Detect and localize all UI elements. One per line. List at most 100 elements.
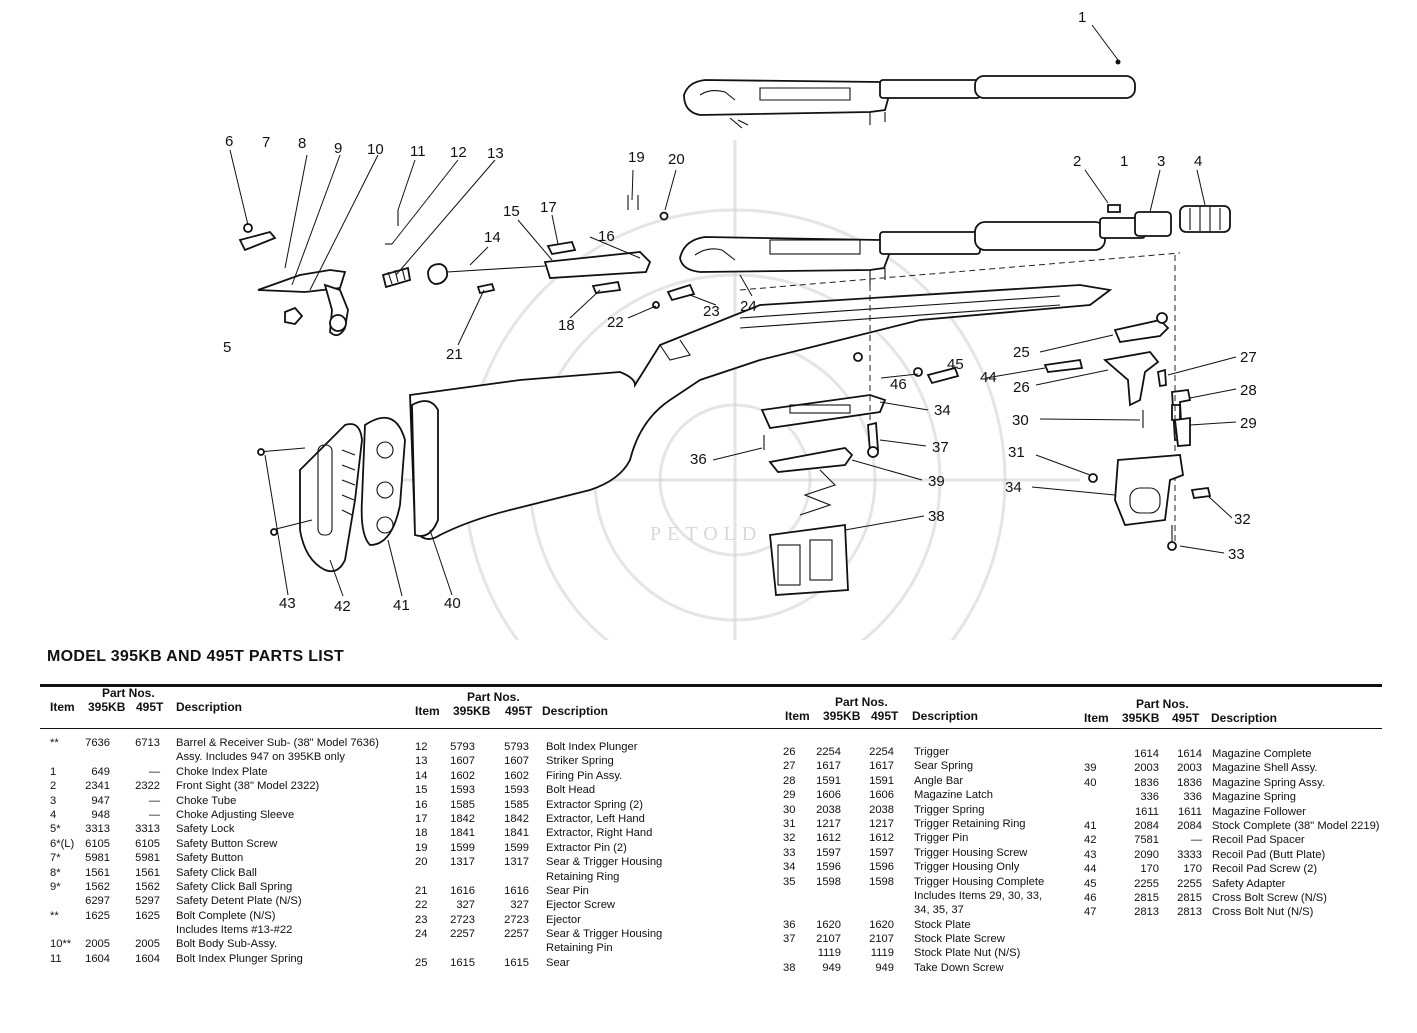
header-part-nos: Part Nos. <box>102 686 155 700</box>
cell-description: Trigger Housing Only <box>914 861 1020 874</box>
callout-14: 14 <box>484 229 501 246</box>
cell-item: 41 <box>1084 819 1097 832</box>
cell-description: Retaining Pin <box>546 942 613 955</box>
callout-30: 30 <box>1012 412 1029 429</box>
cell-a: 2815 <box>1134 891 1159 904</box>
callout-1: 1 <box>1120 153 1128 170</box>
cell-a: 1612 <box>816 832 841 845</box>
cell-description: Trigger <box>914 746 950 758</box>
cell-description: Safety Click Ball <box>176 866 257 879</box>
cell-a: 948 <box>91 808 110 821</box>
cell-a: 1585 <box>450 798 475 811</box>
header-item: Item <box>50 700 75 714</box>
cell-a: 649 <box>91 765 110 778</box>
stock <box>409 284 1113 540</box>
cell-a: 1836 <box>1134 776 1159 789</box>
cell-a: 1616 <box>450 884 475 897</box>
cell-b: 1602 <box>504 769 529 782</box>
header-495t: 495T <box>136 700 164 714</box>
cell-description: Firing Pin Assy. <box>546 769 623 782</box>
callout-28: 28 <box>1240 382 1257 399</box>
cell-description: Bolt Body Sub-Assy. <box>176 938 278 951</box>
callout-11: 11 <box>410 143 426 160</box>
cell-description: Extractor Spring (2) <box>546 798 643 811</box>
callout-38: 37 <box>932 439 949 456</box>
cell-item: 44 <box>1084 863 1097 876</box>
cell-description: Bolt Index Plunger <box>546 741 638 753</box>
cell-b: 6713 <box>135 737 160 749</box>
cell-a: 6297 <box>85 895 110 908</box>
cell-item: ** <box>50 909 59 922</box>
cell-b: 1317 <box>504 856 529 869</box>
callout-6: 6 <box>225 133 233 150</box>
butt-components <box>257 400 439 573</box>
callout-7: 7 <box>262 134 270 151</box>
cell-b: 1842 <box>504 812 529 825</box>
cell-item: 31 <box>783 817 796 830</box>
cell-b: — <box>148 765 160 778</box>
cell-item: 9* <box>50 880 61 893</box>
cell-b: 1598 <box>869 875 894 888</box>
cell-description: 34, 35, 37 <box>914 904 964 917</box>
cell-description: Safety Detent Plate (N/S) <box>176 895 302 908</box>
cell-description: Stock Plate <box>914 918 971 931</box>
callout-40: 39 <box>928 473 945 490</box>
cell-a: 1119 <box>817 947 841 960</box>
cell-item: ** <box>50 737 59 749</box>
cell-b: 2815 <box>1177 891 1202 904</box>
cell-description: Extractor, Right Hand <box>546 827 653 840</box>
cell-b: 336 <box>1183 791 1202 804</box>
cell-item: 15 <box>415 784 428 797</box>
cell-description: Sear Spring <box>914 760 974 773</box>
cell-item: 29 <box>783 789 796 802</box>
cell-description: Stock Plate Screw <box>914 933 1005 946</box>
callout-2: 2 <box>1073 153 1081 170</box>
cell-a: 336 <box>1140 791 1159 804</box>
header-item: Item <box>415 704 440 718</box>
callout-23: 23 <box>703 303 720 320</box>
callout-44: 43 <box>279 595 296 612</box>
cell-a: 2005 <box>85 938 110 951</box>
cell-item: 46 <box>1084 891 1097 904</box>
cell-b: 2257 <box>504 928 529 941</box>
header-item: Item <box>785 709 810 723</box>
cell-b: 6105 <box>135 837 160 850</box>
cell-b: — <box>1190 834 1202 847</box>
cell-a: 1842 <box>450 812 475 825</box>
cell-description: Trigger Spring <box>914 803 985 816</box>
header-part-nos: Part Nos. <box>467 690 520 704</box>
cell-item: 43 <box>1084 848 1097 861</box>
callout-45: 44 <box>980 369 997 386</box>
cell-a: 3313 <box>85 823 110 836</box>
cell-item: 25 <box>415 956 428 969</box>
cell-description: Includes Items #13-#22 <box>176 924 293 937</box>
cell-b: — <box>148 808 160 821</box>
cell-a: 2003 <box>1134 762 1159 775</box>
cell-item: 34 <box>783 861 796 874</box>
callout-27: 27 <box>1240 349 1257 366</box>
cell-a: 2254 <box>816 746 841 758</box>
cell-a: 949 <box>822 961 841 974</box>
cell-b: 1612 <box>869 832 894 845</box>
callout-24: 24 <box>740 298 757 315</box>
header-395kb: 395KB <box>1122 711 1160 725</box>
cell-description: Safety Click Ball Spring <box>176 880 293 893</box>
cell-description: Magazine Latch <box>914 789 993 802</box>
